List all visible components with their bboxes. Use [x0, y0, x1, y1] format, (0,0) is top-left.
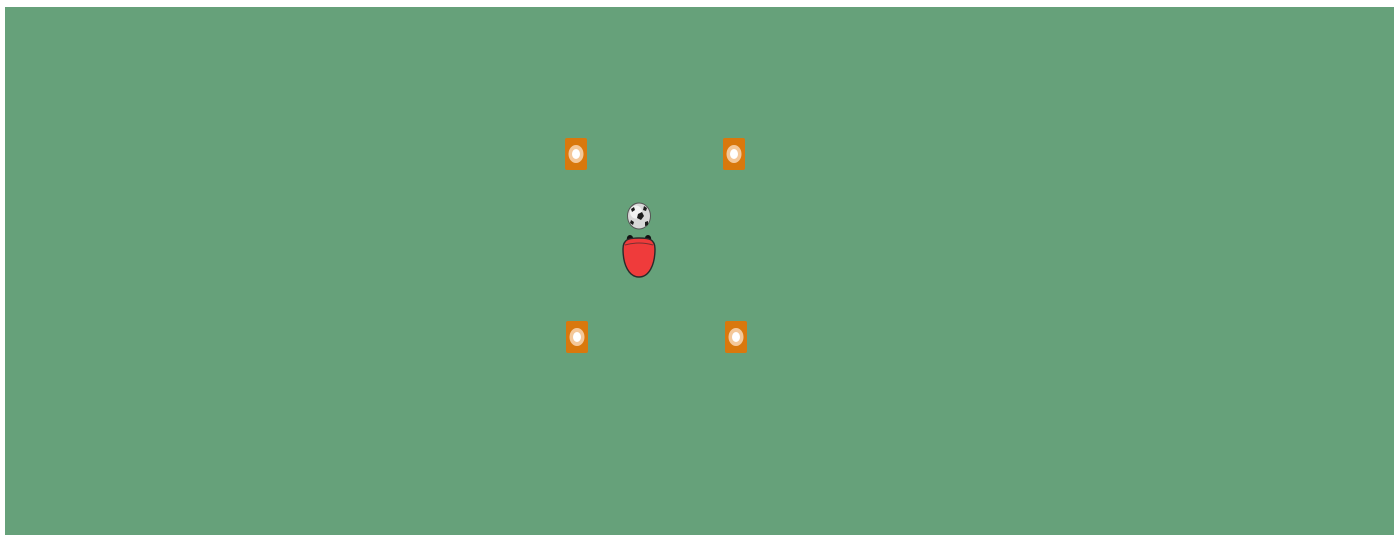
cone-marker-icon: [725, 321, 747, 353]
cone-top-right: [723, 138, 745, 170]
cone-marker-icon: [566, 321, 588, 353]
pitch: [5, 7, 1394, 535]
ball[interactable]: [625, 201, 653, 231]
soccer-ball-icon: [625, 201, 653, 231]
cone-marker-icon: [723, 138, 745, 170]
player[interactable]: [619, 229, 659, 281]
cone-marker-icon: [565, 138, 587, 170]
cone-top-left: [565, 138, 587, 170]
player-icon: [619, 229, 659, 281]
cone-bottom-left: [566, 321, 588, 353]
cone-bottom-right: [725, 321, 747, 353]
game-field: [5, 7, 1394, 535]
